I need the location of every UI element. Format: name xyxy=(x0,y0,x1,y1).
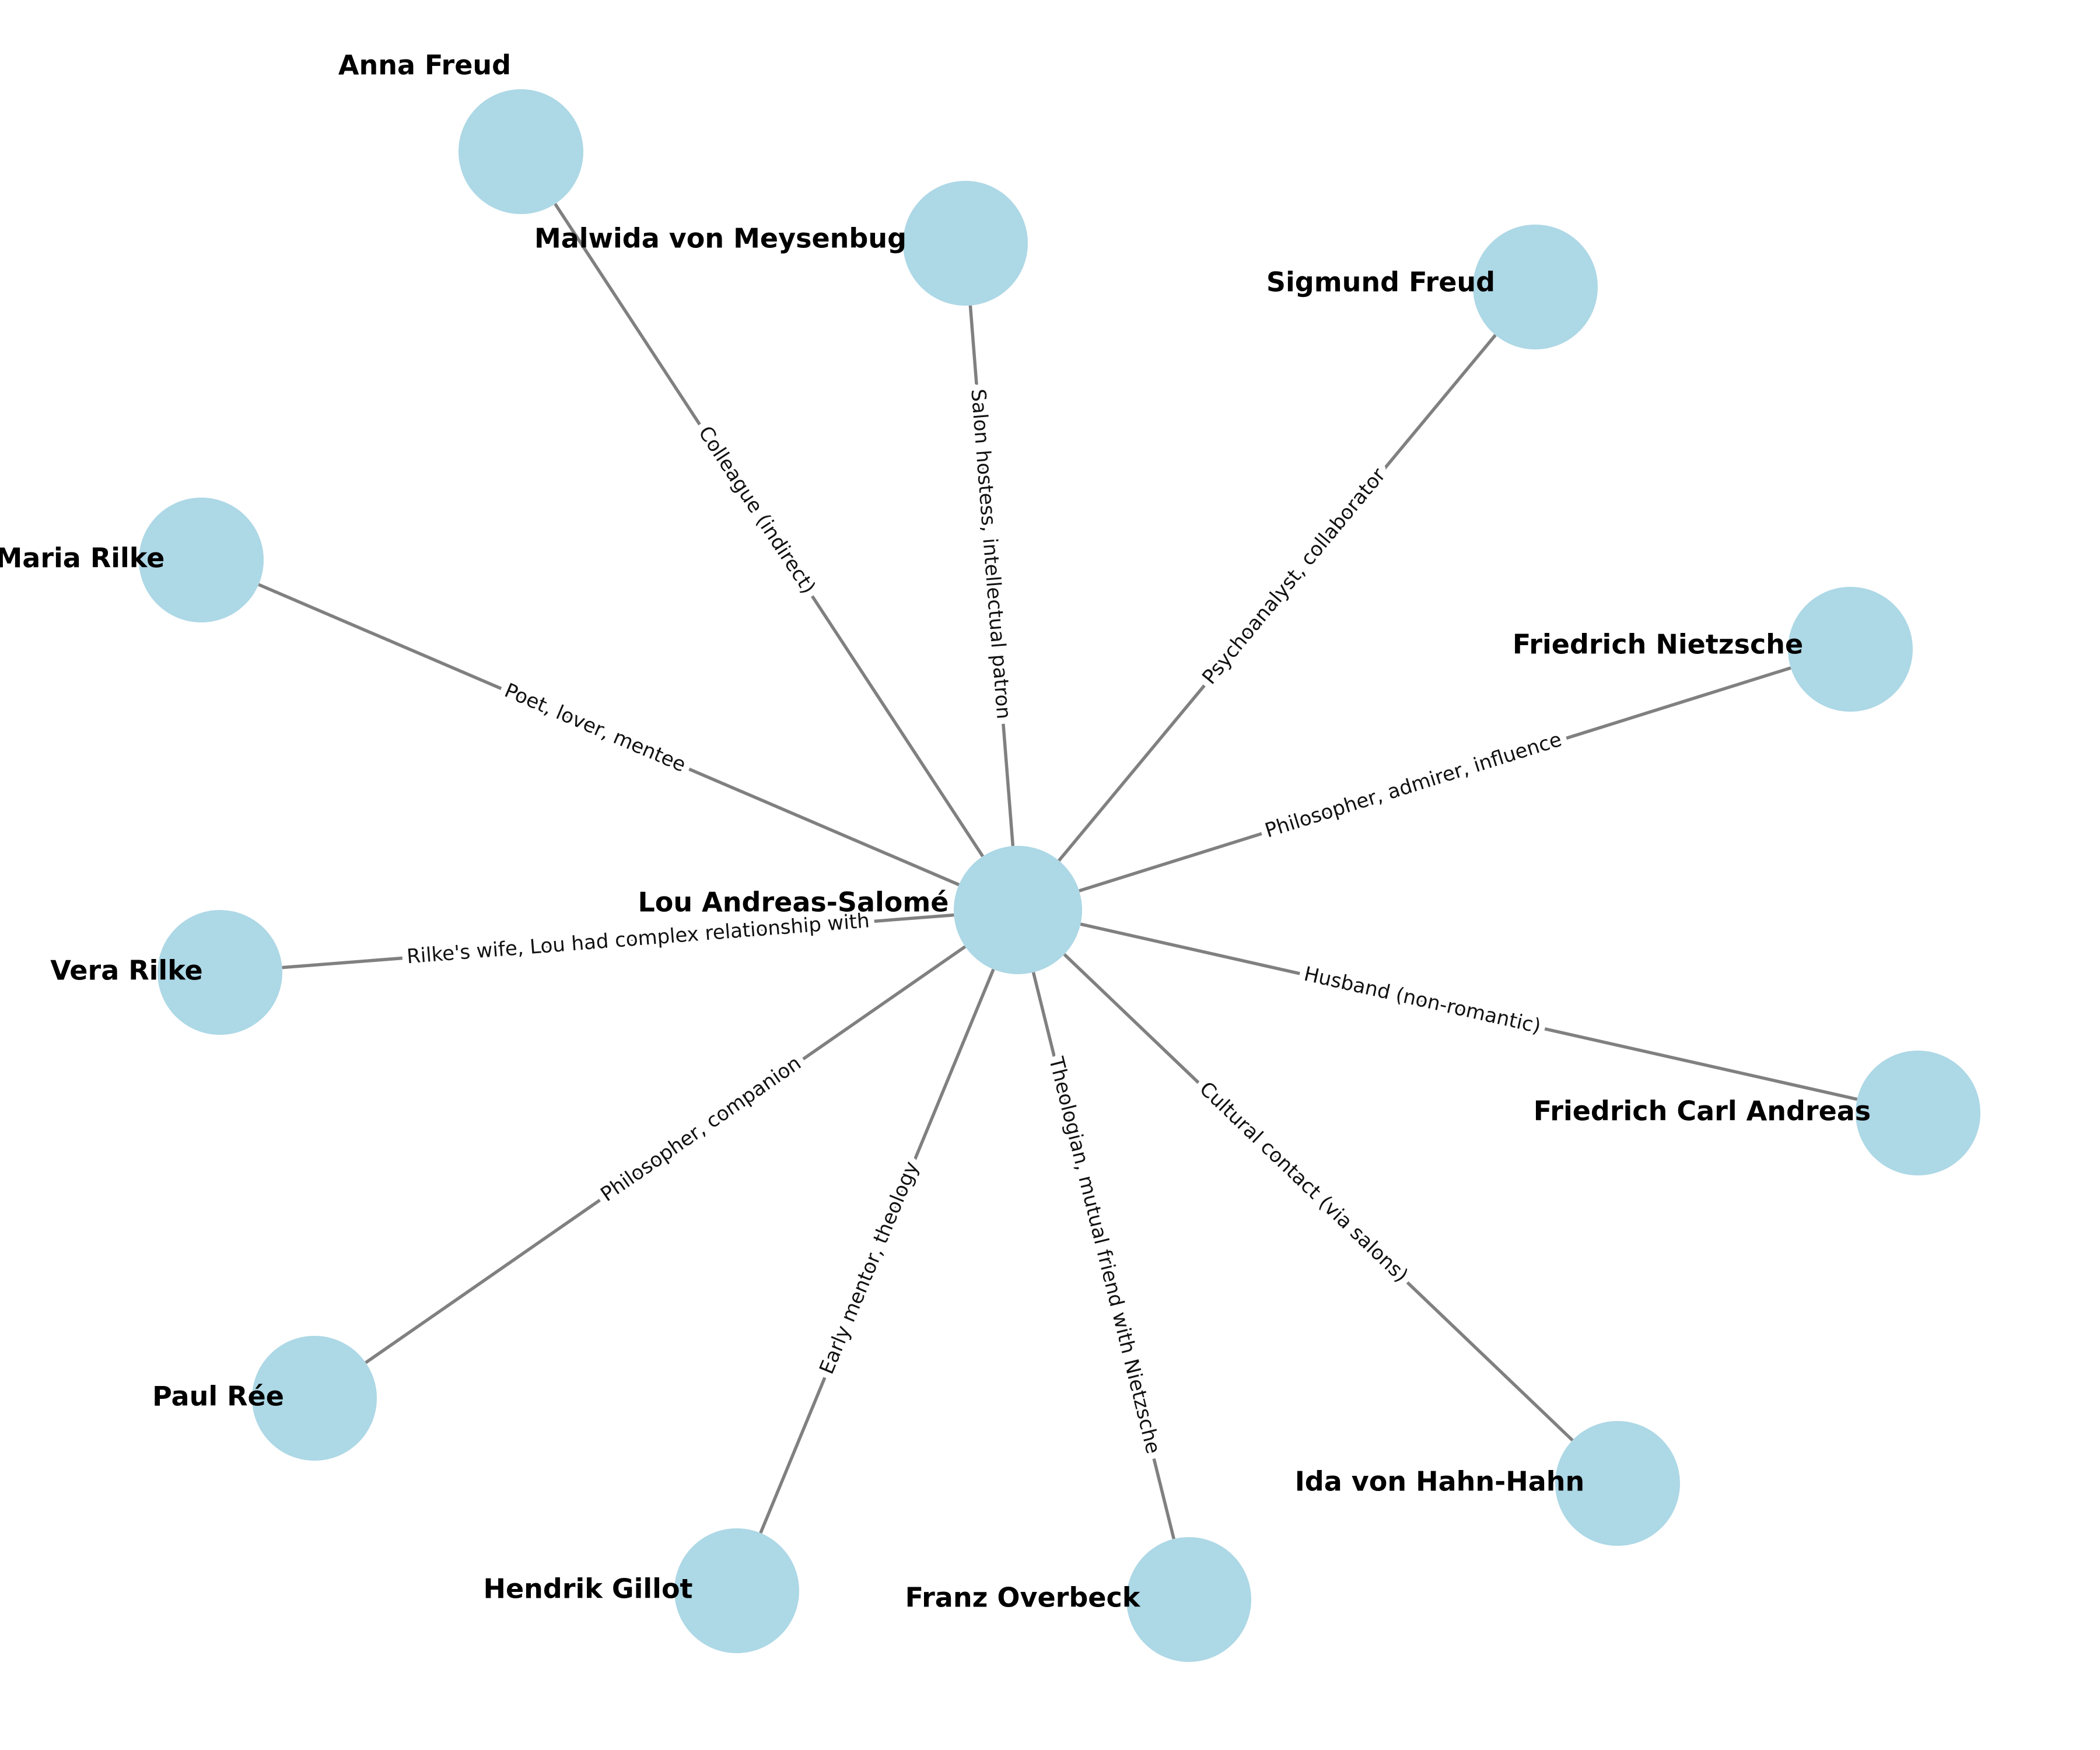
node-rilke[interactable] xyxy=(139,498,264,622)
edge-label-theologian-mutual-friend-with-nietzsche: Theologian, mutual friend with Nietzsche xyxy=(1044,1054,1165,1456)
node-label-vera: Vera Rilke xyxy=(50,955,203,986)
edge-lou-andreas xyxy=(1080,922,1858,1101)
edge-lou-ida xyxy=(1063,953,1574,1442)
edge-lou-gillot xyxy=(759,968,995,1534)
node-gillot[interactable] xyxy=(674,1528,799,1653)
edge-label-poet-lover-mentee: Poet, lover, mentee xyxy=(501,679,689,777)
edge-lou-nietzsche xyxy=(1079,666,1791,892)
node-label-sigmund: Sigmund Freud xyxy=(1266,267,1495,298)
node-label-overbeck: Franz Overbeck xyxy=(905,1582,1141,1614)
node-vera[interactable] xyxy=(158,910,282,1035)
node-sigmund[interactable] xyxy=(1473,225,1598,349)
edge-label-husband-non-romantic: Husband (non-romantic) xyxy=(1302,963,1544,1038)
edge-label-rilke-s-wife-lou-had-complex-relationship-with: Rilke's wife, Lou had complex relationsh… xyxy=(406,909,870,968)
node-label-rilke: Rainer Maria Rilke xyxy=(0,542,164,574)
edge-label-philosopher-admirer-influence: Philosopher, admirer, influence xyxy=(1262,728,1564,843)
edge-lou-vera xyxy=(282,913,954,970)
node-label-malwida: Malwida von Meysenbug xyxy=(534,223,907,254)
edge-lou-malwida xyxy=(968,305,1015,846)
node-andreas[interactable] xyxy=(1856,1051,1980,1175)
node-ree[interactable] xyxy=(252,1336,377,1461)
edge-label-cultural-contact-via-salons: Cultural contact (via salons) xyxy=(1195,1077,1412,1287)
edge-label-colleague-indirect: Colleague (indirect) xyxy=(694,422,820,598)
node-label-lou: Lou Andreas-Salomé xyxy=(638,887,949,918)
node-malwida[interactable] xyxy=(903,181,1028,306)
node-nietzsche[interactable] xyxy=(1788,587,1913,712)
edge-lou-ree xyxy=(365,945,967,1364)
node-label-nietzsche: Friedrich Nietzsche xyxy=(1513,629,1803,660)
node-label-andreas: Friedrich Carl Andreas xyxy=(1534,1096,1871,1127)
node-label-ree: Paul Rée xyxy=(152,1381,284,1412)
node-overbeck[interactable] xyxy=(1126,1537,1251,1662)
edge-label-halo: Salon hostess, intellectual patron xyxy=(966,388,1015,720)
edge-lou-rilke xyxy=(258,583,960,887)
edge-label-philosopher-companion: Philosopher, companion xyxy=(596,1051,805,1206)
nodes-layer xyxy=(139,89,1980,1662)
edge-label-salon-hostess-intellectual-patron: Salon hostess, intellectual patron xyxy=(966,388,1015,720)
node-lou[interactable] xyxy=(954,846,1082,974)
edge-lou-anna xyxy=(554,202,985,858)
node-label-gillot: Hendrik Gillot xyxy=(483,1573,692,1605)
edge-label-early-mentor-theology: Early mentor, theology xyxy=(815,1158,923,1377)
edge-label-psychoanalyst-collaborator: Psychoanalyst, collaborator xyxy=(1198,464,1390,689)
edge-lou-overbeck xyxy=(1031,972,1175,1539)
edges-layer xyxy=(258,202,1858,1539)
node-label-ida: Ida von Hahn-Hahn xyxy=(1295,1466,1585,1497)
node-label-anna: Anna Freud xyxy=(338,50,511,81)
edge-lou-sigmund xyxy=(1058,334,1497,862)
node-anna[interactable] xyxy=(459,89,583,214)
node-ida[interactable] xyxy=(1555,1421,1680,1546)
